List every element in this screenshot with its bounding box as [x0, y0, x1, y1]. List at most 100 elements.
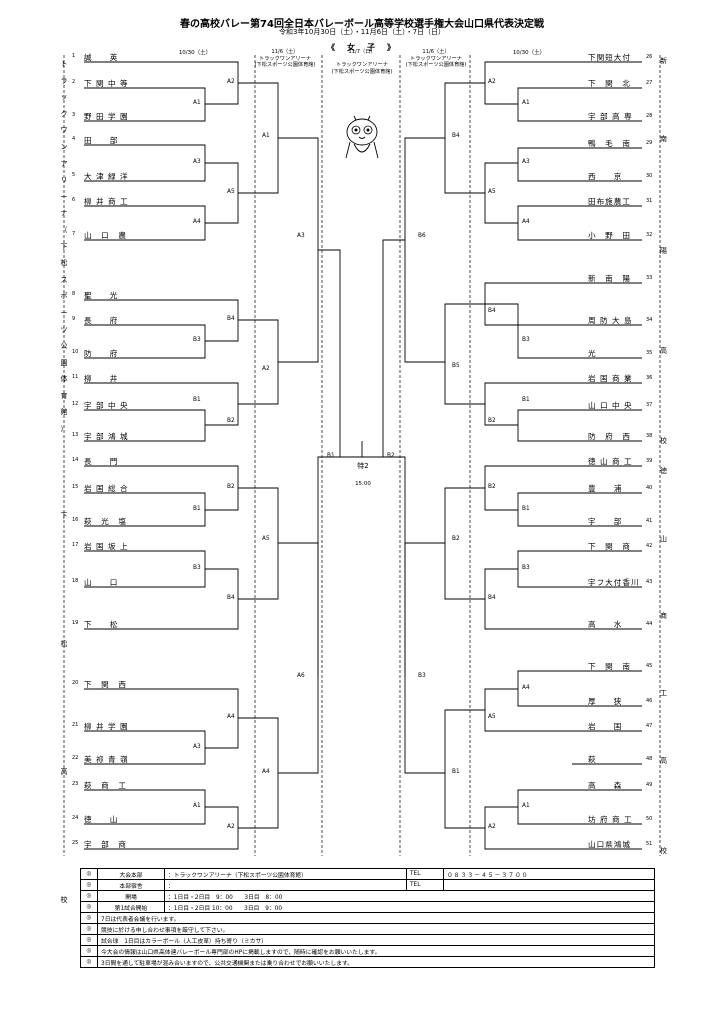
team-number: 41: [646, 518, 653, 524]
team-number: 25: [72, 840, 79, 846]
match-label: B2: [488, 484, 496, 490]
match-label: A2: [227, 79, 235, 85]
team-name: 岩 国 商 業: [588, 374, 633, 383]
team-number: 10: [72, 349, 79, 355]
team-name: 宇 部 鴻 城: [84, 432, 129, 441]
team-number: 2: [72, 79, 76, 85]
team-number: 1: [72, 53, 76, 59]
team-number: 8: [72, 291, 76, 297]
match-label: A2: [227, 824, 235, 830]
team-number: 13: [72, 432, 79, 438]
team-name: 萩 光 塩: [84, 517, 127, 526]
match-label: B2: [387, 453, 395, 459]
team-name: 山 口: [84, 578, 119, 587]
info-note: ◎3日間を通して駐車場が混み合いますので、公共交通機関または乗り合わせでお願いい…: [80, 956, 655, 968]
team-name: 厚 狭: [588, 697, 623, 706]
team-number: 23: [72, 781, 79, 787]
team-number: 28: [646, 113, 653, 119]
team-number: 32: [646, 232, 653, 238]
info-note: ◎競技に於ける申し合わせ事項を厳守して下さい。: [80, 923, 655, 935]
team-number: 33: [646, 275, 653, 281]
match-label: A6: [297, 673, 305, 679]
team-number: 20: [72, 680, 79, 686]
team-name: 高 森: [588, 781, 623, 790]
team-name: 山口県鴻城: [588, 840, 631, 849]
match-label: A3: [522, 159, 530, 165]
team-name: 小 野 田: [588, 231, 631, 240]
match-label: B3: [193, 565, 201, 571]
team-name: 新 南 陽: [588, 274, 631, 283]
match-label: B2: [227, 484, 235, 490]
right-round2-header: 11/6（土）トラックワンアリーナ(下松スポーツ公園体育館): [405, 49, 467, 68]
team-number: 18: [72, 578, 79, 584]
match-label: A5: [227, 189, 235, 195]
team-name: 野 田 学 園: [84, 112, 129, 121]
team-number: 39: [646, 458, 653, 464]
team-name: 萩: [588, 755, 597, 764]
team-name: 豊 浦: [588, 484, 623, 493]
match-label: A1: [262, 133, 270, 139]
team-name: 鴨 毛 南: [588, 139, 631, 148]
team-number: 38: [646, 433, 653, 439]
team-number: 19: [72, 620, 79, 626]
left-round2-header: 11/6（土）トラックワンアリーナ(下松スポーツ公園体育館): [254, 49, 316, 68]
match-label: A1: [193, 100, 201, 106]
match-label: A4: [262, 769, 270, 775]
team-name: 柳 井 学 園: [84, 722, 129, 731]
team-name: 宇 部 中 央: [84, 401, 129, 410]
info-note: ◎7日は代表者会議を行います。: [80, 912, 655, 924]
match-label: B6: [418, 233, 426, 239]
team-name: 光: [588, 349, 597, 358]
team-number: 7: [72, 231, 76, 237]
match-label: B4: [488, 308, 496, 314]
gender-label: 《 女 子 》: [327, 43, 397, 52]
team-name: 長 門: [84, 457, 119, 466]
team-name: 岩 国 総 合: [84, 484, 129, 493]
mascot-illustration: [340, 114, 384, 164]
team-name: 岩 国: [588, 722, 623, 731]
team-name: 聖 光: [84, 291, 119, 300]
team-name: 田布施農工: [588, 197, 631, 206]
team-number: 44: [646, 621, 653, 627]
info-note: ◎今大会の情報は山口県高体連バレーボール専門部のHPに掲載しますので、随時に確認…: [80, 945, 655, 957]
team-name: 山 口 農: [84, 231, 127, 240]
match-label: A5: [488, 714, 496, 720]
team-number: 12: [72, 401, 79, 407]
team-number: 4: [72, 136, 76, 142]
team-number: 42: [646, 543, 653, 549]
team-number: 22: [72, 755, 79, 761]
match-label: B1: [193, 506, 201, 512]
team-number: 45: [646, 663, 653, 669]
team-name: 長 府: [84, 316, 119, 325]
match-label: B1: [452, 769, 460, 775]
match-label: B4: [452, 133, 460, 139]
match-label: B4: [227, 595, 235, 601]
team-name: 山 口 中 央: [588, 401, 633, 410]
right-round1-date: 10/30（土）: [512, 50, 546, 56]
team-name: 宇 部: [588, 517, 623, 526]
match-label: B4: [488, 595, 496, 601]
team-name: 萩 商 工: [84, 781, 127, 790]
team-number: 30: [646, 173, 653, 179]
info-row-start: ◎ 第1試合開始 ：1日目・2日目 10：00 3日目 9：00: [80, 901, 655, 913]
match-label: A1: [193, 803, 201, 809]
team-number: 15: [72, 484, 79, 490]
team-name: 誠 英: [84, 53, 119, 62]
team-number: 24: [72, 815, 79, 821]
match-label: B1: [522, 506, 530, 512]
team-number: 51: [646, 841, 653, 847]
team-name: 宇 部 商: [84, 840, 127, 849]
match-label: A2: [262, 366, 270, 372]
match-label: B1: [327, 453, 335, 459]
team-name: 徳 山: [84, 815, 119, 824]
match-label: B5: [452, 363, 460, 369]
team-number: 50: [646, 816, 653, 822]
team-name: 下 関 中 等: [84, 79, 129, 88]
team-name: 宇フ大付香川: [588, 578, 640, 587]
team-number: 46: [646, 698, 653, 704]
team-name: 下関短大付: [588, 53, 631, 62]
team-number: 11: [72, 374, 79, 380]
team-number: 5: [72, 172, 76, 178]
team-name: 柳 井 商 工: [84, 197, 129, 206]
